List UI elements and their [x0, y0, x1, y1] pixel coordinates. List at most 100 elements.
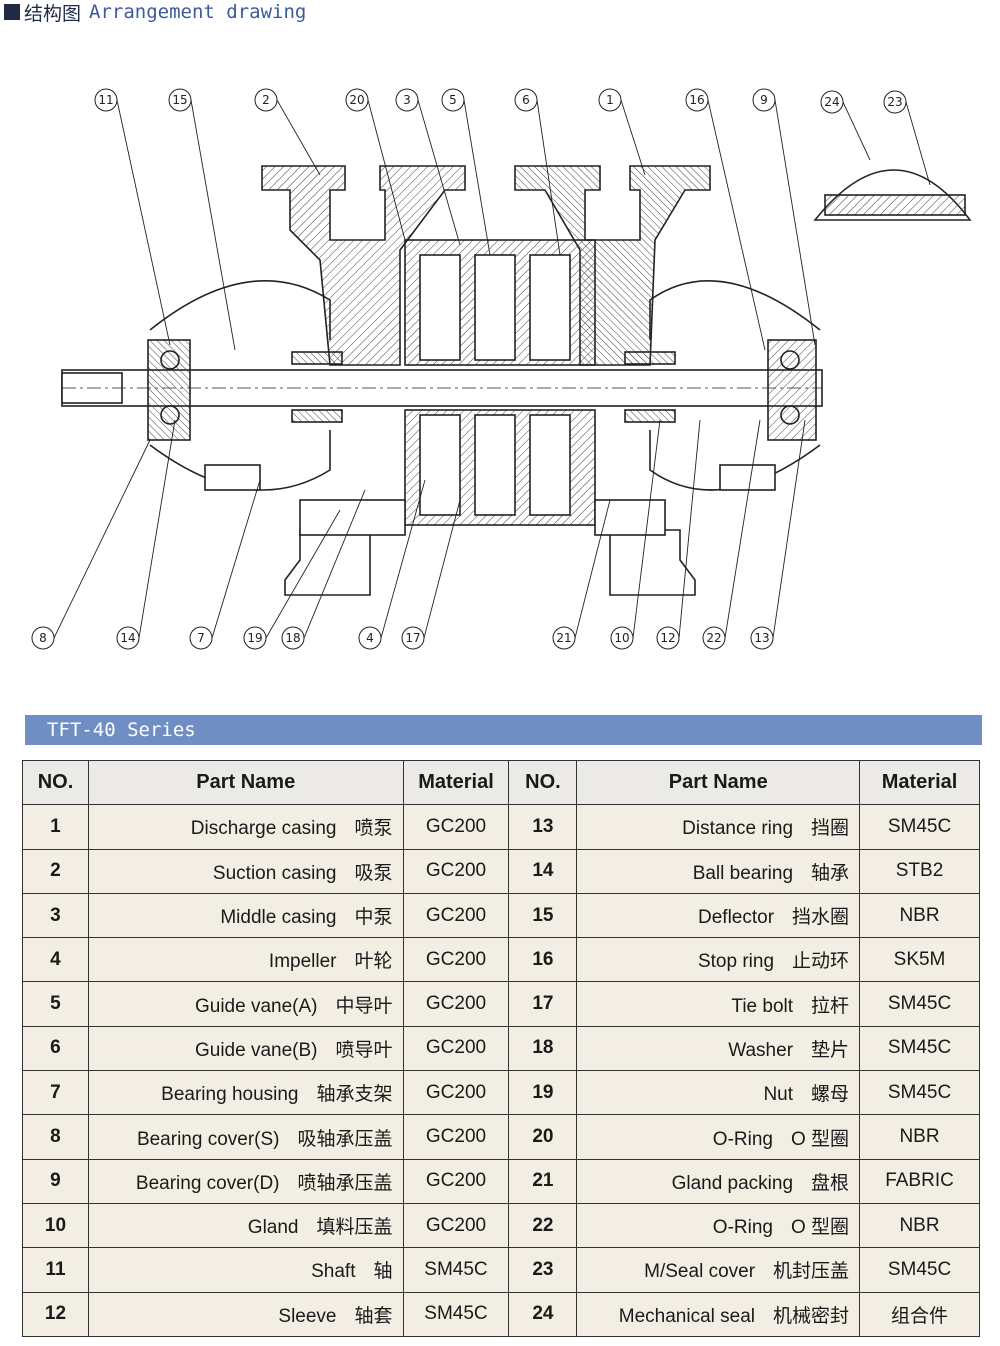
- part-name-cn: 盘根: [811, 1172, 850, 1194]
- part-material: SM45C: [859, 1025, 980, 1072]
- part-name-cn: 轴: [373, 1261, 393, 1283]
- header-no-b: NO.: [508, 759, 578, 806]
- part-material: GC200: [402, 804, 510, 850]
- part-name-en: Stop ring: [697, 951, 775, 973]
- part-name-cn: 叶轮: [354, 951, 393, 973]
- part-name-cell: Bearing cover(D)喷轴承压盖: [87, 1158, 404, 1204]
- part-name-cell: Bearing cover(S)吸轴承压盖: [87, 1114, 404, 1160]
- part-name-en: Shaft: [311, 1261, 356, 1283]
- part-name-en: Gland: [247, 1217, 299, 1239]
- part-number: 4: [22, 937, 89, 983]
- part-number: 11: [22, 1247, 89, 1293]
- heading-cn: 结构图: [24, 2, 82, 25]
- part-name-en: O-Ring: [712, 1128, 773, 1150]
- part-name-en: Deflector: [698, 907, 775, 929]
- part-name-en: Washer: [728, 1039, 794, 1061]
- part-number: 24: [508, 1291, 578, 1337]
- part-material: FABRIC: [859, 1158, 980, 1204]
- callout-bottom-8: 10: [614, 631, 629, 645]
- part-material: SK5M: [859, 937, 980, 983]
- part-name-en: Discharge casing: [190, 818, 337, 840]
- part-material: GC200: [402, 1070, 510, 1116]
- header-part-name-a: Part Name: [87, 759, 404, 806]
- header-no-a: NO.: [22, 759, 89, 806]
- part-number: 6: [22, 1025, 89, 1072]
- part-name-cn: 轴承支架: [316, 1084, 393, 1106]
- part-name-cell: Nut 螺母: [576, 1070, 861, 1116]
- part-material: 组合件: [859, 1291, 980, 1337]
- part-number: 12: [22, 1291, 89, 1337]
- series-title-bar: TFT-40 Series: [25, 715, 982, 745]
- part-number: 10: [22, 1202, 89, 1249]
- callout-top-3: 20: [349, 93, 364, 107]
- part-name-cn: 螺母: [811, 1084, 850, 1106]
- part-name-en: Guide vane(A): [194, 995, 318, 1017]
- part-name-cn: 轴套: [354, 1305, 393, 1327]
- part-number: 1: [22, 804, 89, 850]
- callout-top-7: 1: [606, 93, 614, 107]
- part-name-en: Nut: [763, 1084, 794, 1106]
- callouts: 11 15 2 20 3 5 6 1 16 9 24 23 8 14 7 19 …: [31, 88, 931, 650]
- part-name-en: Bearing housing: [161, 1084, 299, 1106]
- part-name-cn: 机械密封: [773, 1305, 850, 1327]
- callout-bottom-1: 14: [120, 631, 135, 645]
- pump-cross-section: [61, 165, 972, 596]
- part-name-cn: 轴承: [811, 862, 850, 884]
- part-name-cn: 机封压盖: [773, 1261, 850, 1283]
- heading-en: Arrangement drawing: [89, 1, 307, 23]
- arrangement-drawing: 11 15 2 20 3 5 6 1 16 9 24 23 8 14 7 19 …: [31, 88, 972, 650]
- part-number: 16: [508, 937, 578, 983]
- part-number: 20: [508, 1114, 578, 1160]
- part-name-cn: 拉杆: [811, 995, 850, 1017]
- callout-top-10: 24: [824, 95, 839, 109]
- section-heading: 结构图 Arrangement drawing: [4, 0, 307, 25]
- part-name-cn: 垫片: [811, 1039, 850, 1061]
- part-number: 17: [508, 981, 578, 1027]
- part-name-cn: O 型圈: [790, 1128, 850, 1150]
- part-name-en: O-Ring: [712, 1217, 773, 1239]
- part-name-cell: Deflector 挡水圈: [576, 892, 861, 939]
- part-material: NBR: [859, 892, 980, 939]
- callout-top-8: 16: [689, 93, 704, 107]
- part-name-cn: 填料压盖: [316, 1217, 393, 1239]
- part-name-en: Suction casing: [212, 862, 337, 884]
- part-name-cell: Guide vane(A)中导叶: [87, 981, 404, 1027]
- callout-top-0: 11: [98, 93, 113, 107]
- callout-top-11: 23: [887, 95, 902, 109]
- header-part-name-b: Part Name: [576, 759, 861, 806]
- part-name-cell: Guide vane(B)喷导叶: [87, 1025, 404, 1072]
- part-number: 2: [22, 848, 89, 894]
- part-number: 18: [508, 1025, 578, 1072]
- part-name-cn: O 型圈: [790, 1217, 850, 1239]
- part-name-cn: 挡水圈: [792, 907, 850, 929]
- part-name-en: Distance ring: [682, 818, 794, 840]
- callout-top-5: 5: [449, 93, 457, 107]
- table-header-row: NO. Part Name Material NO. Part Name Mat…: [22, 759, 980, 806]
- part-number: 14: [508, 848, 578, 894]
- square-bullet-icon: [4, 4, 20, 20]
- part-name-en: Guide vane(B): [194, 1039, 318, 1061]
- part-name-cn: 中泵: [354, 907, 393, 929]
- part-number: 21: [508, 1158, 578, 1204]
- part-number: 9: [22, 1158, 89, 1204]
- part-name-cell: Bearing housing 轴承支架: [87, 1070, 404, 1116]
- part-name-cn: 喷泵: [354, 818, 393, 840]
